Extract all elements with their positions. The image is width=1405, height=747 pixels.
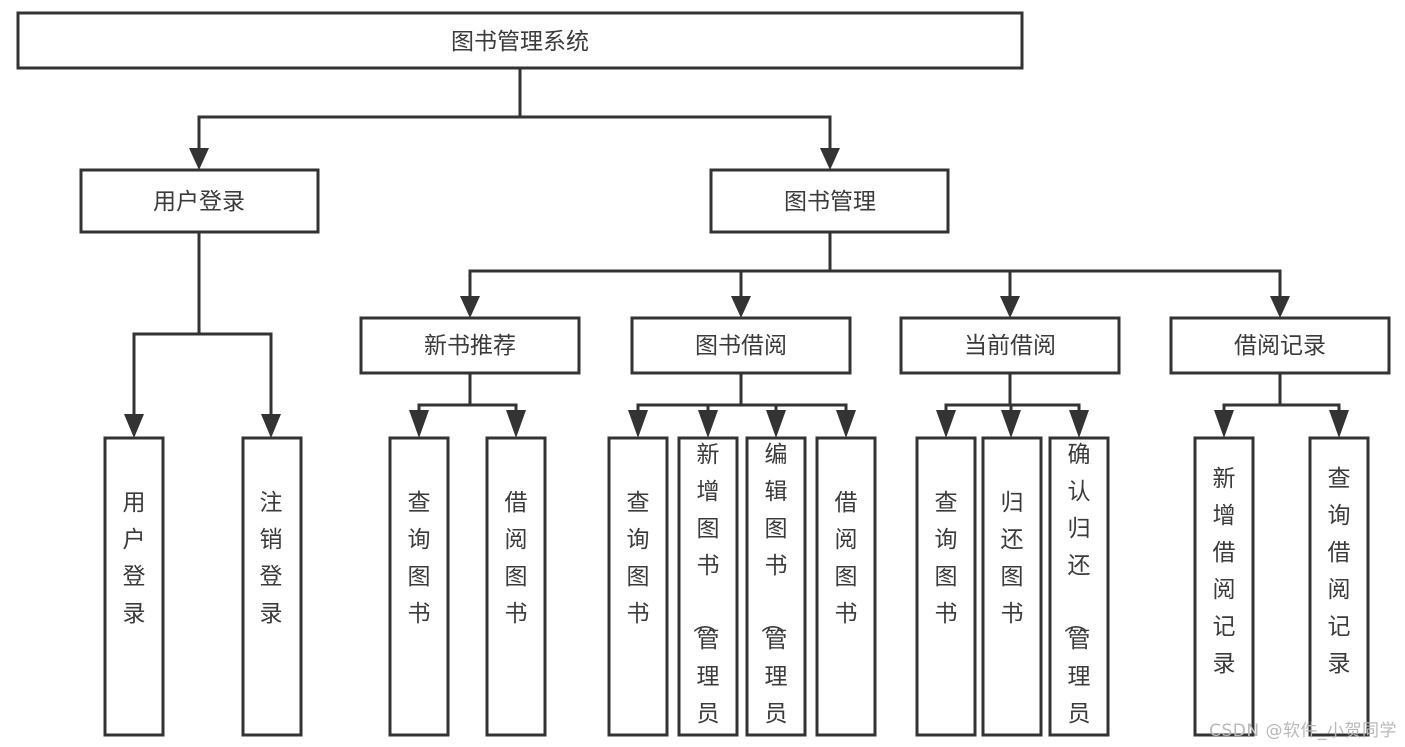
arrowhead-current-borrow <box>1000 296 1020 318</box>
node-leaf-query-borrow-record-box[interactable] <box>1308 436 1370 737</box>
node-leaf-edit-book-admin-label: 编辑图书（管理员） <box>759 442 788 747</box>
node-borrow-record[interactable]: 借阅记录 <box>1169 316 1391 375</box>
node-leaf-user-login-box[interactable] <box>103 436 165 737</box>
node-leaf-borrow-book-2[interactable]: 借阅图书 <box>815 436 877 737</box>
arrowhead-leaf-edit-book-admin <box>766 410 786 438</box>
csdn-watermark: CSDN @软件_小贺同学 <box>1209 721 1397 741</box>
node-leaf-query-book-2-box[interactable] <box>607 436 669 737</box>
arrowhead-leaf-borrow-book-1 <box>506 410 526 438</box>
arrowhead-leaf-add-borrow-record <box>1214 410 1234 438</box>
node-new-book-recommend[interactable]: 新书推荐 <box>359 316 581 375</box>
node-leaf-return-book-label: 归还图书 <box>1001 490 1024 627</box>
node-leaf-add-borrow-record-label: 新增借阅记录 <box>1213 466 1236 677</box>
node-leaf-borrow-book-1-label: 借阅图书 <box>505 490 528 627</box>
node-leaf-query-book-1[interactable]: 查询图书 <box>388 436 450 737</box>
arrowhead-leaf-query-book-2 <box>628 410 648 438</box>
node-current-borrow-box[interactable] <box>899 316 1121 375</box>
node-new-book-recommend-box[interactable] <box>359 316 581 375</box>
node-user-login-box[interactable] <box>79 168 320 234</box>
node-leaf-logout-login-box[interactable] <box>241 436 303 737</box>
node-current-borrow[interactable]: 当前借阅 <box>899 316 1121 375</box>
node-leaf-edit-book-admin[interactable]: 编辑图书（管理员） <box>745 436 807 747</box>
node-leaf-return-book-box[interactable] <box>981 436 1043 737</box>
arrowhead-leaf-confirm-return <box>1069 410 1089 438</box>
node-leaf-add-borrow-record[interactable]: 新增借阅记录 <box>1193 436 1255 737</box>
node-leaf-query-book-1-label: 查询图书 <box>408 490 431 627</box>
connector-layer <box>124 66 1349 438</box>
arrowhead-user-login <box>189 148 209 170</box>
node-new-book-recommend-label: 新书推荐 <box>424 333 516 359</box>
node-leaf-query-book-3-label: 查询图书 <box>935 490 958 627</box>
node-leaf-borrow-book-2-label: 借阅图书 <box>835 490 858 627</box>
node-leaf-borrow-book-1-box[interactable] <box>485 436 547 737</box>
node-leaf-confirm-return-box[interactable] <box>1048 436 1110 737</box>
node-leaf-add-book-admin-box[interactable] <box>677 436 739 737</box>
node-leaf-query-book-1-box[interactable] <box>388 436 450 737</box>
node-leaf-return-book[interactable]: 归还图书 <box>981 436 1043 737</box>
node-borrow-record-label: 借阅记录 <box>1234 333 1326 359</box>
node-user-login[interactable]: 用户登录 <box>79 168 320 234</box>
node-leaf-query-borrow-record-label: 查询借阅记录 <box>1328 466 1351 677</box>
arrowhead-book-borrow <box>731 296 751 318</box>
arrowhead-leaf-borrow-book-2 <box>836 410 856 438</box>
node-leaf-borrow-book-2-box[interactable] <box>815 436 877 737</box>
node-leaf-user-login-label: 用户登录 <box>123 490 146 627</box>
arrowhead-leaf-logout-login <box>261 414 281 438</box>
arrowhead-leaf-query-book-1 <box>409 410 429 438</box>
node-leaf-confirm-return-label: 确认归还（管理员） <box>1062 442 1091 747</box>
arrowhead-book-manage <box>820 148 840 170</box>
node-book-borrow[interactable]: 图书借阅 <box>630 316 852 375</box>
node-book-manage-label: 图书管理 <box>784 189 876 215</box>
node-leaf-logout-login[interactable]: 注销登录 <box>241 436 303 737</box>
node-leaf-query-book-2[interactable]: 查询图书 <box>607 436 669 737</box>
arrowhead-leaf-return-book <box>1001 410 1021 438</box>
node-leaf-query-book-3[interactable]: 查询图书 <box>915 436 977 737</box>
arrowhead-leaf-query-book-3 <box>936 410 956 438</box>
arrowhead-leaf-user-login <box>124 414 144 438</box>
node-user-login-label: 用户登录 <box>153 189 245 215</box>
node-current-borrow-label: 当前借阅 <box>964 333 1056 359</box>
node-leaf-add-borrow-record-box[interactable] <box>1193 436 1255 737</box>
node-leaf-query-borrow-record[interactable]: 查询借阅记录 <box>1308 436 1370 737</box>
node-leaf-borrow-book-1[interactable]: 借阅图书 <box>485 436 547 737</box>
node-book-borrow-box[interactable] <box>630 316 852 375</box>
node-leaf-add-book-admin[interactable]: 新增图书（管理员） <box>677 436 739 747</box>
node-book-manage-box[interactable] <box>709 168 950 234</box>
node-root[interactable]: 图书管理系统 <box>16 11 1024 70</box>
arrowhead-leaf-query-borrow-record <box>1329 410 1349 438</box>
node-book-borrow-label: 图书借阅 <box>695 333 787 359</box>
node-book-manage[interactable]: 图书管理 <box>709 168 950 234</box>
node-leaf-confirm-return[interactable]: 确认归还（管理员） <box>1048 436 1110 747</box>
arrowhead-leaf-add-book-admin <box>698 410 718 438</box>
node-leaf-logout-login-label: 注销登录 <box>260 490 283 627</box>
node-root-label: 图书管理系统 <box>451 29 589 55</box>
node-borrow-record-box[interactable] <box>1169 316 1391 375</box>
arrowhead-borrow-record <box>1270 296 1290 318</box>
node-leaf-user-login[interactable]: 用户登录 <box>103 436 165 737</box>
node-leaf-edit-book-admin-box[interactable] <box>745 436 807 737</box>
node-leaf-query-book-2-label: 查询图书 <box>627 490 650 627</box>
arrowhead-new-book-recommend <box>460 296 480 318</box>
node-root-box[interactable] <box>16 11 1024 70</box>
node-leaf-add-book-admin-label: 新增图书（管理员） <box>691 442 720 747</box>
node-leaf-query-book-3-box[interactable] <box>915 436 977 737</box>
